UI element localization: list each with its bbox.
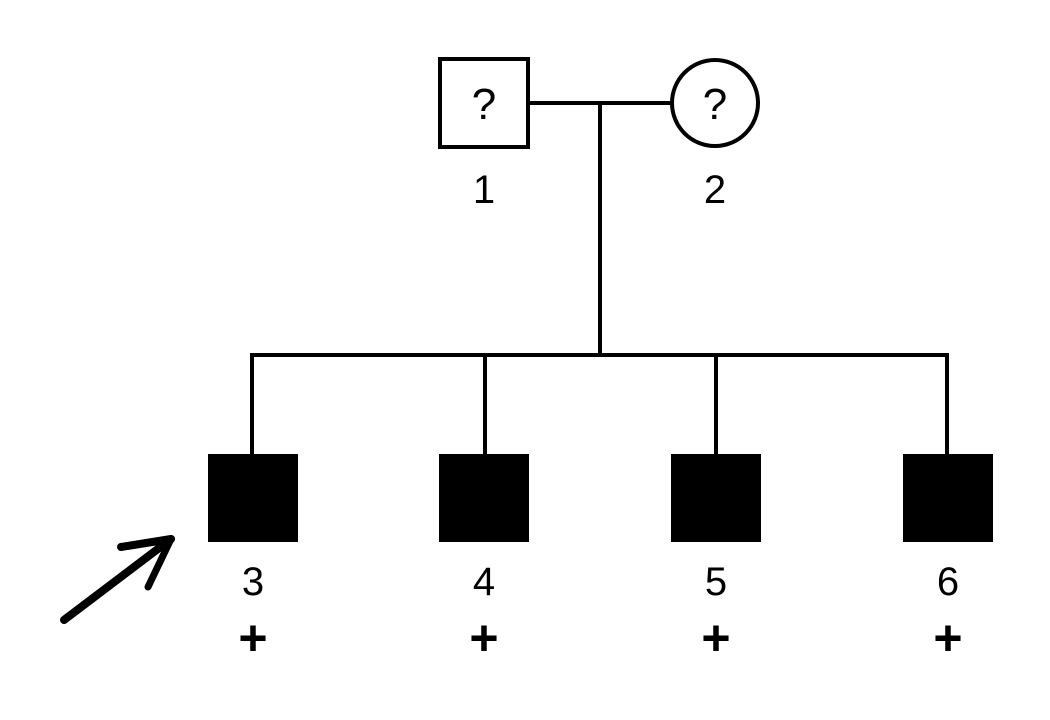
individual-6-status-marker: + [933,610,963,666]
individual-6-square[interactable] [903,454,993,542]
individual-1-square[interactable] [438,57,530,149]
individual-1-id-label: 1 [472,168,496,212]
proband-arrow-shaft [60,535,175,624]
individual-5-status-marker: + [701,610,731,666]
individual-1-glyph: ? [471,80,497,129]
individual-4-status-marker: + [469,610,499,666]
individual-3-id-label: 3 [241,560,265,604]
proband-arrow-icon [60,535,175,624]
individual-5-square[interactable] [671,454,761,542]
individual-2-id-label: 2 [703,168,727,212]
individual-2-glyph: ? [702,80,728,129]
proband-arrow-barb-down [144,535,175,591]
individual-4-square[interactable] [439,454,529,542]
individual-4-id-label: 4 [472,560,496,604]
individual-6-id-label: 6 [936,560,960,604]
individual-3-square[interactable] [208,454,298,542]
individual-3-status-marker: + [238,610,268,666]
individual-5-id-label: 5 [704,560,728,604]
proband-arrow-barb-left [117,535,175,551]
